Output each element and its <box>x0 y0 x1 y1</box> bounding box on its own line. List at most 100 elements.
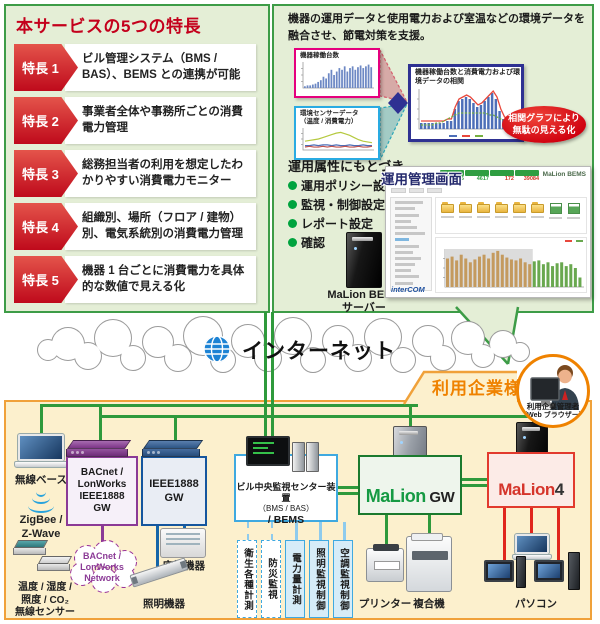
wireless-sensor-icon <box>37 556 73 571</box>
tag-hvac-control: 空調監視制御 <box>333 540 353 618</box>
connector-line <box>385 515 388 548</box>
customer-tab <box>402 370 517 405</box>
features-panel-title: 本サービスの5つの特長 <box>16 17 201 36</box>
tag-sanitation-metering: 衛生各種計測 <box>237 540 257 618</box>
connector-line <box>40 404 43 436</box>
ops-item-policy: 運用ポリシー設定 <box>288 177 397 194</box>
connector-line <box>40 404 418 407</box>
bullet-icon <box>288 181 297 190</box>
connector-line <box>319 522 322 540</box>
env-chart-subtitle: （温度 / 消費電力） <box>300 118 358 126</box>
globe-icon <box>203 335 231 363</box>
ops-item-monitor-control: 監視・制御設定 <box>288 196 385 213</box>
intercom-logo: interCOM <box>391 285 425 294</box>
connector-line <box>409 404 412 428</box>
connector-line <box>100 415 534 418</box>
malion-bems-logo: MaLion BEMS <box>542 171 586 178</box>
tag-disaster-monitoring: 防災監視 <box>261 540 281 618</box>
tag-power-metering: 電力量計測 <box>285 540 305 618</box>
env-chart-plot <box>301 128 374 151</box>
bacnet-gateway-box: BACnet / LonWorks IEEE1888 GW <box>66 456 138 526</box>
connector-line <box>530 508 533 536</box>
connector-line <box>247 522 249 540</box>
admin-user-badge: 利用企業管理者 （Web ブラウザー） <box>516 354 590 428</box>
screen-stat: 39084 <box>515 170 539 183</box>
connector-line <box>338 486 358 489</box>
screen-stat: 4617 <box>465 170 489 183</box>
feature-4-text: 組織別、場所（フロア / 建物）別、電気系統別の消費電力管理 <box>65 203 256 250</box>
feature-3-text: 総務担当者の利用を想定したわかりやすい消費電力モニター <box>65 150 256 197</box>
funnel-connectors <box>380 49 408 161</box>
report-icon <box>548 201 563 233</box>
internet-cloud <box>37 316 530 373</box>
folder-icon <box>530 201 545 233</box>
pc-tower-icon <box>516 556 526 588</box>
copier-icon <box>406 533 452 592</box>
ops-heading: 運用属性にもとづき <box>288 159 405 174</box>
connector-line <box>174 415 177 444</box>
pc-monitor-icon <box>534 560 564 582</box>
feature-5-text: 機器 1 台ごとに消費電力を具体的な数値で見える化 <box>65 256 256 303</box>
pc-tower-icon <box>568 552 580 590</box>
correlation-chart: 機器稼働台数と消費電力および環境データの相関 <box>408 64 524 142</box>
connector-line <box>343 522 346 540</box>
copier-label: 複合機 <box>413 598 445 610</box>
management-screen-thumbnail: MaLion BEMS 906 4617 172 39084 interCOM <box>385 166 591 298</box>
wifi-waves-icon <box>26 490 56 513</box>
connector-line <box>557 508 560 562</box>
connector-line <box>338 492 358 495</box>
printer-label: プリンター <box>358 598 412 610</box>
env-sensor-chart: 環境センサーデータ （温度 / 消費電力） <box>294 106 380 160</box>
connector-line <box>462 478 487 481</box>
ieee1888-gateway-box: IEEE1888 GW <box>141 456 207 526</box>
bullet-icon <box>288 238 297 247</box>
ieee1888-router-icon <box>142 440 204 457</box>
sensor-label: 温度 / 湿度 / 照度 / CO₂ 無線センサー <box>15 582 75 618</box>
bems-server-label: MaLion BEMS サーバー <box>327 289 401 314</box>
connector-line <box>156 526 159 570</box>
pc-label: パソコン <box>515 598 557 610</box>
env-chart-title: 環境センサーデータ <box>300 110 359 117</box>
ops-item-confirm: 確認 <box>288 234 325 251</box>
bullet-icon <box>288 219 297 228</box>
correlation-chart-legend <box>411 135 521 137</box>
admin-label-line2: （Web ブラウザー） <box>520 412 586 419</box>
connector-line <box>271 312 274 456</box>
connector-line <box>503 508 506 562</box>
screen-power-chart <box>435 237 587 293</box>
air-conditioner-icon <box>160 528 206 558</box>
central-monitoring-label: ビル中央監視センター装置 （BMS / BAS） / BEMS <box>236 482 336 526</box>
correlation-callout: 相関グラフにより 無駄の見える化 <box>502 106 586 143</box>
bacnet-network-label: BACnet / LonWorks Network <box>80 551 124 583</box>
bacnet-router-icon <box>66 440 132 457</box>
screen-stat: 906 <box>440 170 464 183</box>
screen-tabs <box>391 188 442 193</box>
folder-icon <box>494 201 509 233</box>
feature-row-2: 特長 2 事業者全体や事務所ごとの消費電力管理 <box>14 97 256 144</box>
pc-laptop-icon <box>512 533 552 560</box>
feature-2-text: 事業者全体や事務所ごとの消費電力管理 <box>65 97 256 144</box>
screen-chart-plot <box>443 249 584 288</box>
malion-gw-box: MaLion GW <box>358 455 462 515</box>
central-monitor-icon <box>246 436 319 472</box>
feature-row-4: 特長 4 組織別、場所（フロア / 建物）別、電気系統別の消費電力管理 <box>14 203 256 250</box>
wireless-sensor-icon <box>13 540 49 555</box>
connector-line <box>271 522 273 540</box>
callout-line1: 相関グラフにより <box>508 113 580 124</box>
printer-icon <box>366 544 404 582</box>
correlation-chart-title: 機器稼働台数と消費電力および環境データの相関 <box>415 69 520 85</box>
malion4-box: MaLion4 <box>487 452 575 508</box>
light-label: 照明機器 <box>143 598 185 610</box>
connector-line <box>295 522 298 540</box>
bems-server-icon <box>346 232 382 288</box>
screen-tree-sidebar <box>390 197 432 291</box>
malion-gw-logo: MaLion GW <box>365 486 455 506</box>
units-chart-plot <box>301 62 374 89</box>
service-intro-text: 機器の運用データと使用電力および室温などの環境データを融合させ、節電対策を支援。 <box>288 13 585 43</box>
ops-item-report: レポート設定 <box>288 215 373 232</box>
feature-1-text: ビル管理システム（BMS / BAS）、BEMS との連携が可能 <box>65 44 256 91</box>
folder-icon <box>476 201 491 233</box>
feature-row-3: 特長 3 総務担当者の利用を想定したわかりやすい消費電力モニター <box>14 150 256 197</box>
customer-tab-label: 利用企業様 <box>432 379 522 398</box>
feature-row-5: 特長 5 機器 1 台ごとに消費電力を具体的な数値で見える化 <box>14 256 256 303</box>
